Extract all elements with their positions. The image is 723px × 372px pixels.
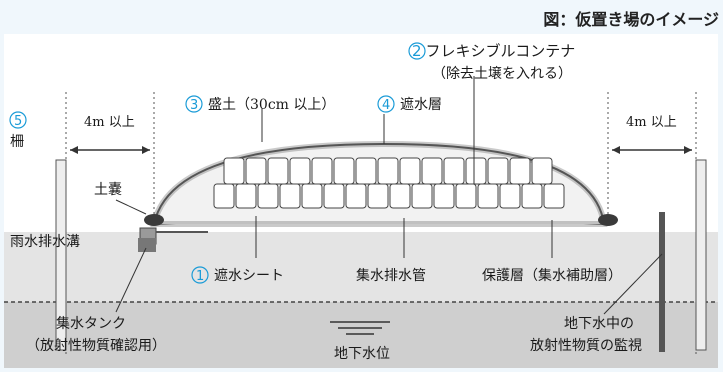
- label-protection-layer: 保護層（集水補助層）: [482, 267, 622, 284]
- flexible-container-bag: [257, 183, 279, 209]
- flexible-container-bag: [279, 183, 301, 209]
- flexible-container-bag: [223, 157, 245, 185]
- label-rain-ditch: 雨水排水溝: [10, 234, 80, 250]
- flexible-container-bag: [235, 183, 257, 209]
- label-item3-circle: [185, 95, 203, 113]
- groundwater-level-symbol: [330, 321, 390, 335]
- sandbag-right: [598, 214, 618, 226]
- flexible-container-bag: [289, 157, 311, 185]
- flexible-container-bag: [421, 157, 443, 185]
- distance-arrow-left: [70, 146, 150, 154]
- leader-lines: [115, 76, 663, 315]
- flexible-container-bag: [345, 183, 367, 209]
- distance-arrow-right: [612, 146, 692, 154]
- flexible-container-bag: [487, 157, 509, 185]
- label-item4-num: 4: [382, 98, 390, 113]
- label-sandbag: 土嚢: [94, 182, 122, 198]
- flexible-container-bag: [213, 183, 235, 209]
- flexible-container-bag: [399, 157, 421, 185]
- subsoil-layer: [4, 302, 718, 368]
- flexible-container-bag: [389, 183, 411, 209]
- label-item4-text: 遮水層: [400, 97, 442, 113]
- fence-right: [695, 159, 707, 351]
- label-item2-line2: （除去土壌を入れる）: [432, 66, 572, 82]
- label-item5-circle: [9, 111, 27, 129]
- flexible-container-bag: [455, 183, 477, 209]
- flexible-container-bag: [355, 157, 377, 185]
- label-monitor-line1: 地下水中の: [564, 316, 634, 332]
- fence-left: [55, 159, 67, 351]
- flexible-container-bag: [377, 157, 399, 185]
- label-item5-text: 柵: [10, 134, 24, 150]
- flexible-container-bag: [443, 157, 465, 185]
- flexible-container-bag: [477, 183, 499, 209]
- sandbag-left: [144, 214, 164, 226]
- label-item1-text: 遮水シート: [214, 268, 284, 284]
- label-distance-left: 4m 以上: [84, 115, 135, 130]
- flexible-container-bag: [301, 183, 323, 209]
- flexible-container-bag: [465, 157, 487, 185]
- flexible-container-bag: [531, 157, 553, 185]
- label-item1-circle: [191, 266, 209, 284]
- label-tank-line1: 集水タンク: [56, 315, 126, 332]
- label-monitor-line2: 放射性物質の監視: [530, 337, 642, 354]
- label-item4-circle: [377, 95, 395, 113]
- flexible-container-bag: [367, 183, 389, 209]
- label-item1-num: 1: [196, 269, 204, 284]
- ground-surface-layer: [4, 232, 718, 302]
- label-item2-circle: [408, 42, 426, 60]
- flexible-container-bag: [311, 157, 333, 185]
- flexible-container-bag: [333, 157, 355, 185]
- flexible-container-bag: [499, 183, 521, 209]
- flexible-container-bag: [411, 183, 433, 209]
- label-groundwater-level: 地下水位: [334, 346, 390, 362]
- flexible-container-bag: [323, 183, 345, 209]
- flexible-container-bag: [433, 183, 455, 209]
- flexible-containers: [213, 157, 565, 209]
- monitoring-well: [659, 212, 665, 352]
- label-drain-pipe: 集水排水管: [356, 267, 426, 284]
- flexible-container-bag: [543, 183, 565, 209]
- flexible-container-bag: [267, 157, 289, 185]
- figure-caption: 図：仮置き場のイメージ: [543, 10, 719, 29]
- water-collection-tank: [138, 238, 156, 252]
- label-tank-line2: （放射性物質確認用）: [26, 338, 166, 354]
- flexible-container-bag: [521, 183, 543, 209]
- label-item3-text: 盛土（30cm 以上）: [208, 97, 335, 113]
- label-item3-num: 3: [190, 98, 198, 113]
- label-distance-right: 4m 以上: [626, 115, 677, 130]
- flexible-container-bag: [245, 157, 267, 185]
- label-item5-num: 5: [14, 114, 22, 129]
- flexible-container-bag: [509, 157, 531, 185]
